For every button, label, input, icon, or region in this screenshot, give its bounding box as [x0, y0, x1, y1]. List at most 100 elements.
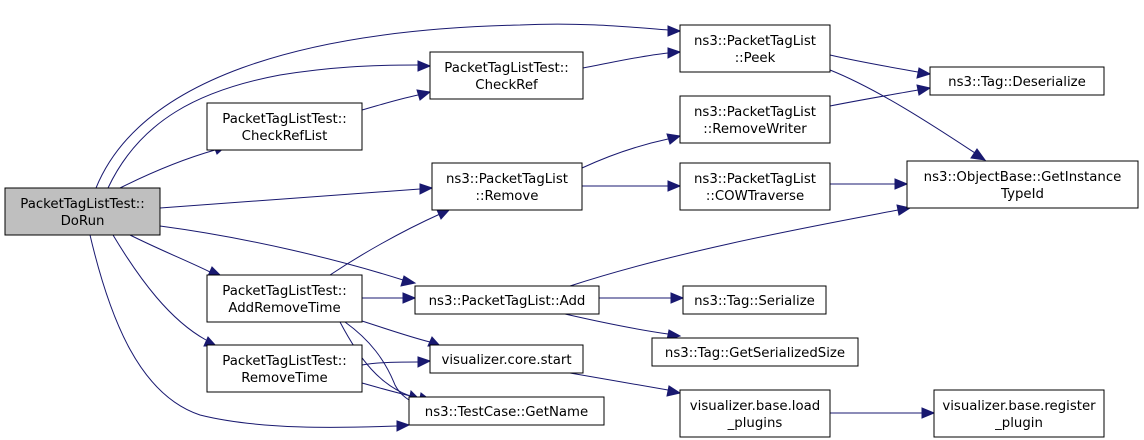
node-peek[interactable]: ns3::PacketTagList::Peek [679, 24, 831, 73]
node-corestart[interactable]: visualizer.core.start [429, 344, 584, 374]
arrowhead [970, 148, 987, 161]
node-label: ::RemoveWriter [703, 122, 807, 137]
arrowhead [419, 183, 434, 195]
node-box [906, 160, 1139, 209]
edges [89, 23, 987, 432]
edge-loadplugins-to-registerplugin [829, 407, 936, 419]
arrowhead [670, 292, 685, 304]
node-checkreflist[interactable]: PacketTagListTest::CheckRefList [206, 102, 363, 151]
node-box [206, 274, 363, 323]
node-label: ns3::PacketTagList [694, 34, 816, 49]
node-box [4, 187, 161, 236]
edge-corestart-to-loadplugins [569, 372, 682, 397]
node-label: ::COWTraverse [706, 189, 804, 204]
node-cowtraverse[interactable]: ns3::PacketTagList::COWTraverse [679, 162, 831, 211]
edge-dorun-to-add [159, 225, 417, 287]
nodes: PacketTagListTest::DoRunns3::PacketTagLi… [4, 24, 1139, 438]
node-label: ::Remove [476, 189, 539, 204]
node-box [206, 102, 363, 151]
edge-remove-to-cowtraverse [582, 180, 682, 192]
arrowhead [666, 385, 682, 397]
node-box [682, 285, 827, 315]
node-label: PacketTagListTest:: [20, 197, 144, 212]
node-label: PacketTagListTest:: [222, 112, 346, 127]
arrowhead [916, 67, 932, 79]
node-label: ns3::Tag::Deserialize [948, 75, 1086, 90]
node-label: PacketTagListTest:: [222, 284, 346, 299]
edge-add-to-serialize [598, 292, 685, 304]
node-label: CheckRefList [242, 129, 328, 144]
node-label: PacketTagListTest:: [444, 61, 568, 76]
arrowhead [417, 60, 432, 72]
node-label: AddRemoveTime [228, 301, 340, 316]
arrowhead [400, 275, 417, 287]
arrowhead [667, 180, 682, 192]
edge-checkreflist-to-checkref [361, 89, 432, 111]
arrowhead [402, 292, 417, 304]
node-box [929, 66, 1105, 96]
node-loadplugins[interactable]: visualizer.base.load_plugins [679, 389, 831, 438]
edge-dorun-to-removetime [112, 234, 218, 347]
edge-dorun-to-checkref [107, 60, 432, 189]
node-box [933, 389, 1105, 438]
node-box [679, 24, 831, 73]
arrowhead [894, 178, 909, 190]
node-label: visualizer.core.start [441, 353, 571, 368]
node-label: visualizer.base.load [690, 399, 820, 414]
node-label: RemoveTime [241, 371, 328, 386]
node-label: ns3::PacketTagList [446, 172, 568, 187]
arrowhead [416, 89, 432, 101]
edge-dorun-to-checkreflist [119, 143, 228, 189]
node-box [679, 162, 831, 211]
node-label: _plugin [994, 416, 1043, 431]
node-checkref[interactable]: PacketTagListTest::CheckRef [429, 51, 584, 100]
node-add[interactable]: ns3::PacketTagList::Add [414, 285, 600, 315]
node-label: TypeId [1000, 187, 1044, 202]
edge-dorun-to-getname [89, 234, 411, 432]
node-label: DoRun [61, 214, 105, 229]
node-label: ::Peek [735, 51, 776, 66]
edge-cowtraverse-to-getinstancetypeid [830, 178, 909, 190]
node-box [431, 162, 583, 211]
edge-addremovetime-to-corestart [361, 320, 442, 347]
node-removewriter[interactable]: ns3::PacketTagList::RemoveWriter [679, 95, 831, 144]
node-label: ns3::ObjectBase::GetInstance [924, 170, 1122, 185]
node-box [429, 344, 584, 374]
node-label: ns3::TestCase::GetName [425, 405, 588, 420]
node-label: visualizer.base.register [942, 399, 1096, 414]
edge-removetime-to-corestart [361, 356, 432, 368]
node-getserializedsize[interactable]: ns3::Tag::GetSerializedSize [651, 337, 859, 367]
node-box [408, 396, 605, 426]
node-label: ns3::PacketTagList::Add [429, 294, 586, 309]
arrowhead [667, 25, 682, 37]
node-serialize[interactable]: ns3::Tag::Serialize [682, 285, 827, 315]
node-box [679, 389, 831, 438]
edge-dorun-to-peek [95, 23, 682, 189]
node-box [651, 337, 859, 367]
node-label: ns3::Tag::GetSerializedSize [665, 346, 845, 361]
node-box [679, 95, 831, 144]
edge-add-to-getinstancetypeid [569, 204, 912, 287]
arrowhead [916, 84, 932, 96]
arrowhead [396, 420, 411, 432]
arrowhead [667, 47, 682, 59]
node-label: ns3::PacketTagList [694, 105, 816, 120]
node-label: ns3::Tag::Serialize [694, 294, 815, 309]
edge-peek-to-deserialize [829, 54, 932, 79]
node-deserialize[interactable]: ns3::Tag::Deserialize [929, 66, 1105, 96]
node-dorun: PacketTagListTest::DoRun [4, 187, 161, 236]
edge-remove-to-removewriter [581, 133, 682, 169]
node-addremovetime[interactable]: PacketTagListTest::AddRemoveTime [206, 274, 363, 323]
arrowhead [921, 407, 936, 419]
arrowhead [666, 133, 682, 145]
node-remove[interactable]: ns3::PacketTagList::Remove [431, 162, 583, 211]
edge-dorun-to-remove [159, 183, 434, 209]
node-removetime[interactable]: PacketTagListTest::RemoveTime [206, 344, 363, 393]
node-label: CheckRef [475, 78, 538, 93]
node-getname[interactable]: ns3::TestCase::GetName [408, 396, 605, 426]
node-registerplugin[interactable]: visualizer.base.register _plugin [933, 389, 1105, 438]
edge-addremovetime-to-remove [329, 208, 452, 276]
arrowhead [417, 356, 432, 368]
